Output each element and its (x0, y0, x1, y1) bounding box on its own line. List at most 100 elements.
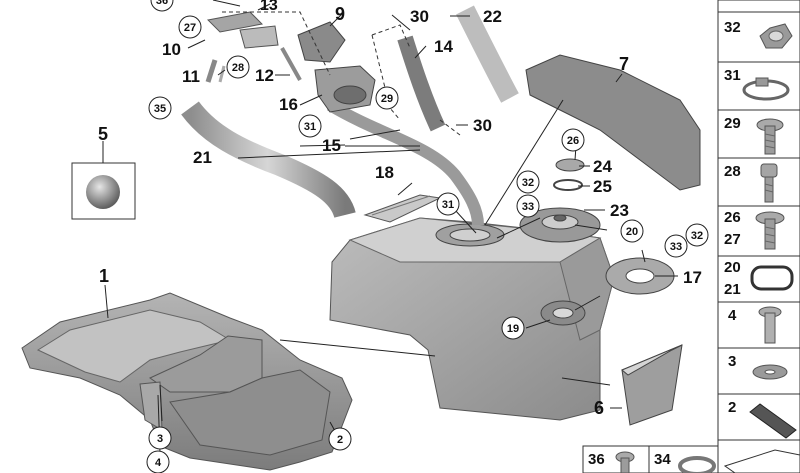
pump-flange (519, 158, 601, 243)
washer-icon (752, 364, 788, 380)
callout-31-mid: 31 (298, 114, 322, 138)
svg-text:19: 19 (507, 323, 519, 335)
seal-ring-icon (750, 265, 794, 291)
bolt-icon (758, 306, 782, 344)
callout-29: 29 (375, 86, 399, 110)
pad-icon (723, 449, 800, 473)
svg-text:32: 32 (691, 230, 703, 242)
pipe-14 (397, 35, 446, 132)
svg-text:32: 32 (522, 177, 534, 189)
svg-text:28: 28 (232, 62, 244, 74)
sidebar-label-3: 3 (728, 353, 736, 370)
fuel-tank (329, 217, 615, 421)
svg-text:35: 35 (154, 103, 166, 115)
svg-text:4: 4 (155, 457, 162, 469)
svg-text:2: 2 (337, 434, 343, 446)
sidebar-label-27: 27 (724, 231, 741, 248)
callout-24: 24 (593, 157, 612, 176)
pipe-22 (456, 5, 519, 103)
sidebar-cell-top (717, 0, 800, 13)
strip-icon (749, 403, 797, 439)
hose-clamp-icon (742, 77, 790, 101)
svg-text:33: 33 (522, 201, 534, 213)
callout-7: 7 (619, 54, 629, 74)
callout-11: 11 (182, 67, 200, 86)
sidebar-cell-29 (717, 109, 800, 159)
callout-30-mid: 30 (473, 116, 492, 135)
bottom-cell-36 (582, 445, 650, 473)
callout-23: 23 (610, 201, 629, 220)
callout-5: 5 (98, 124, 108, 144)
dashed-frames (222, 11, 461, 136)
callout-31-low: 31 (436, 192, 460, 216)
callout-18: 18 (375, 163, 394, 182)
svg-text:29: 29 (381, 93, 393, 105)
callout-32-b: 32 (685, 223, 709, 247)
sidebar-label-26: 26 (724, 209, 741, 226)
callout-36-top: 36 (150, 0, 174, 12)
callout-14: 14 (434, 37, 453, 56)
callout-21: 21 (193, 148, 212, 167)
callout-16: 16 (279, 95, 298, 114)
callout-33-a: 33 (516, 194, 540, 218)
callout-20: 20 (620, 219, 644, 243)
callout-15: 15 (322, 136, 341, 155)
callout-2: 2 (328, 427, 352, 451)
sidebar-label-29: 29 (724, 115, 741, 132)
seal-ring-17 (605, 257, 675, 295)
sidebar-cell-28 (717, 157, 800, 207)
sidebar-label-21: 21 (724, 281, 741, 298)
sidebar-label-31: 31 (724, 67, 741, 84)
socket-screw-icon (760, 163, 778, 203)
callout-25: 25 (593, 177, 612, 196)
sidebar-label-32: 32 (724, 19, 741, 36)
callout-26: 26 (561, 128, 585, 152)
callout-3: 3 (148, 426, 172, 450)
pipe-21 (181, 101, 356, 219)
callout-22: 22 (483, 7, 502, 26)
callout-13: 13 (260, 0, 278, 14)
callout-9: 9 (335, 4, 345, 24)
svg-text:27: 27 (184, 22, 196, 34)
nut-icon (759, 23, 793, 49)
callout-4: 4 (146, 450, 170, 473)
bottom-label-34: 34 (654, 451, 671, 468)
sidebar-label-4: 4 (728, 307, 737, 324)
svg-text:33: 33 (670, 241, 682, 253)
svg-text:36: 36 (156, 0, 168, 7)
callout-32-a: 32 (516, 170, 540, 194)
leader-lines (104, 0, 678, 454)
heat-shield (525, 54, 701, 191)
callout-35: 35 (148, 96, 172, 120)
callout-19: 19 (501, 316, 525, 340)
svg-text:31: 31 (304, 121, 316, 133)
pipe-15 (326, 99, 484, 226)
sidebar-label-28: 28 (724, 163, 741, 180)
callout-33-b: 33 (664, 234, 688, 258)
sidebar-label-2: 2 (728, 399, 736, 416)
callout-6: 6 (594, 398, 604, 418)
washer-screw-icon (755, 211, 785, 250)
bottom-label-36: 36 (588, 451, 605, 468)
callout-17: 17 (683, 268, 702, 287)
sidebar-label-20: 20 (724, 259, 741, 276)
svg-text:26: 26 (567, 135, 579, 147)
callout-12: 12 (255, 66, 274, 85)
callout-30-top: 30 (410, 7, 429, 26)
filter-strip (363, 194, 442, 223)
torx-screw-icon (756, 118, 784, 155)
ball-icon (86, 175, 120, 209)
bottom-clamp-icon (678, 456, 716, 473)
small-parts-top (205, 11, 302, 83)
callout-10: 10 (162, 40, 181, 59)
sidebar-grid (582, 0, 800, 473)
filler-neck (297, 21, 376, 113)
callout-28: 28 (226, 55, 250, 79)
bottom-screw-icon (615, 451, 635, 473)
svg-text:20: 20 (626, 226, 638, 238)
callout-27: 27 (178, 15, 202, 39)
underbody-shield (21, 292, 353, 471)
svg-text:31: 31 (442, 199, 454, 211)
